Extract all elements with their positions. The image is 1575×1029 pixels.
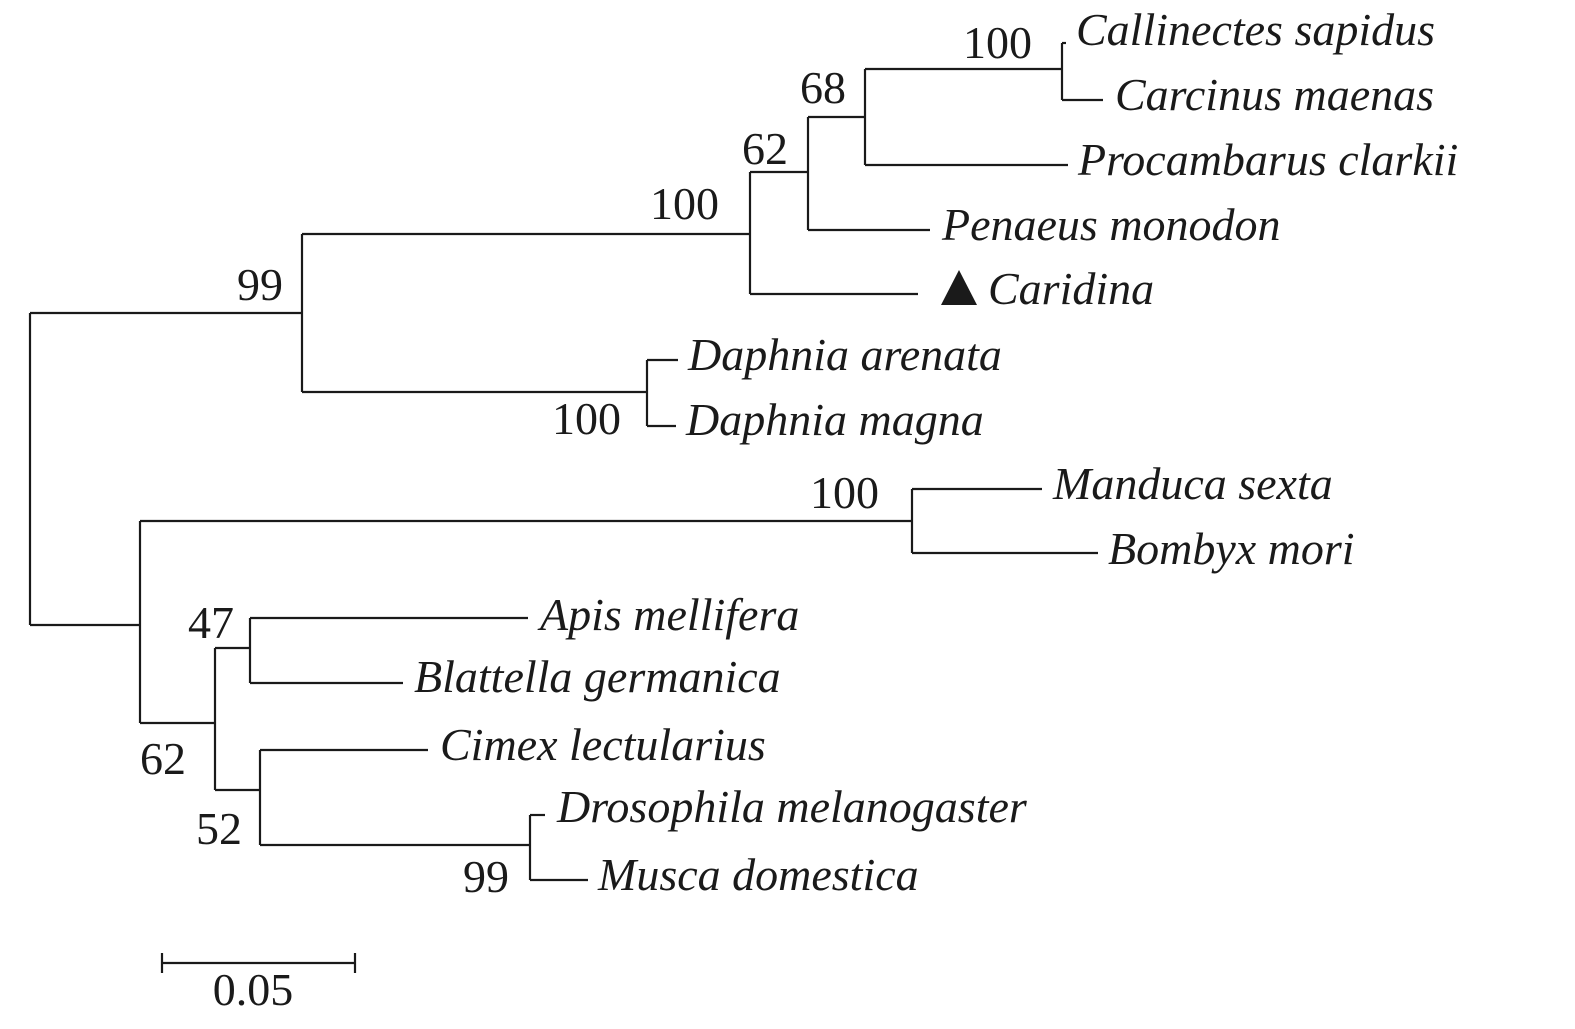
scale-bar: 0.05 [160,953,357,1015]
branch-decapoda [302,172,752,294]
branch-insecta [30,521,142,723]
taxon-penaeus: Penaeus monodon [941,199,1281,250]
taxon-labels: Callinectes sapidus Carcinus maenas Proc… [414,4,1458,900]
branch-diptera [260,815,532,880]
bootstrap-crustacea-99: 99 [237,259,283,310]
taxon-cimex: Cimex lectularius [440,719,766,770]
bootstrap-diptera: 99 [463,851,509,902]
branch-lepidoptera [140,489,914,553]
taxon-carcinus: Carcinus maenas [1115,69,1434,120]
scale-bar-label: 0.05 [213,964,294,1015]
taxon-apis: Apis mellifera [537,589,799,640]
bootstrap-crab: 100 [963,17,1032,68]
taxon-caridina: Caridina [988,263,1154,314]
taxon-procambarus: Procambarus clarkii [1077,134,1458,185]
bootstrap-daphnia: 100 [552,393,621,444]
taxon-daphnia-magna: Daphnia magna [685,394,984,445]
taxon-manduca: Manduca sexta [1052,458,1333,509]
bootstrap-decapod-68: 68 [800,62,846,113]
bootstrap-insect-47: 47 [188,597,234,648]
bootstrap-decapod-62: 62 [742,123,788,174]
branch-daphnia [302,360,649,426]
taxon-musca: Musca domestica [597,849,919,900]
bootstrap-values: 100 68 62 100 99 100 100 47 62 52 99 [140,17,1032,902]
bootstrap-insect-62: 62 [140,733,186,784]
branch-crabs [865,43,1064,100]
bootstrap-decapod-100: 100 [650,178,719,229]
taxon-bombyx: Bombyx mori [1108,523,1355,574]
taxon-blattella: Blattella germanica [414,651,781,702]
taxon-daphnia-arenata: Daphnia arenata [687,329,1002,380]
branch-node-62b [140,648,217,790]
bootstrap-lepidoptera: 100 [810,467,879,518]
taxon-callinectes: Callinectes sapidus [1076,4,1435,55]
bootstrap-insect-52: 52 [196,803,242,854]
scale-bar-line [160,953,357,973]
branch-node-52 [215,750,262,845]
branch-crustacea [30,234,304,392]
branch-node-47 [215,618,252,683]
branch-node-62 [750,117,810,230]
taxon-drosophila: Drosophila melanogaster [556,781,1028,832]
branch-node-68 [808,69,867,165]
branches [28,41,1103,882]
triangle-marker-icon [941,270,977,305]
